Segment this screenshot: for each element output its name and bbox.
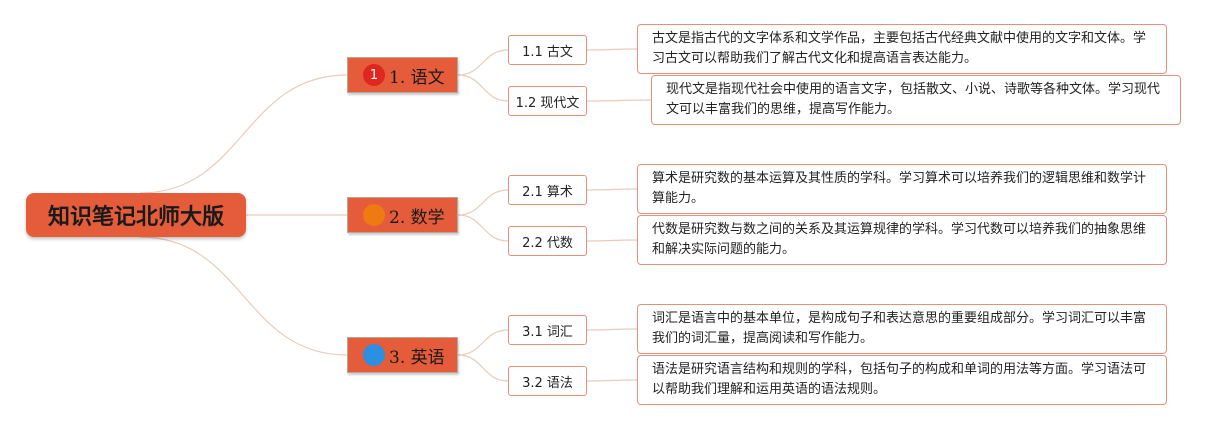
description-text: 算术是研究数的基本运算及其性质的学科。学习算术可以培养我们的逻辑思维和数学计算能… (652, 171, 1147, 206)
connector-leaf-note (586, 188, 638, 191)
description-note[interactable]: 语法是研究语言结构和规则的学科，包括句子的构成和单词的用法等方面。学习语法可以帮… (637, 355, 1167, 405)
leaf-node-vocabulary[interactable]: 3.1 词汇 (508, 315, 587, 345)
description-note[interactable]: 算术是研究数的基本运算及其性质的学科。学习算术可以培养我们的逻辑思维和数学计算能… (637, 164, 1167, 214)
leaf-label: 2.2 代数 (522, 235, 573, 251)
leaf-label: 3.2 语法 (522, 375, 573, 391)
leaf-node-classical-chinese[interactable]: 1.1 古文 (508, 35, 587, 65)
description-note[interactable]: 古文是指古代的文字体系和文学作品，主要包括古代经典文献中使用的文字和文体。学习古… (637, 24, 1167, 74)
branch-label: 3. 英语 (389, 347, 445, 368)
branch-label: 2. 数学 (389, 207, 445, 228)
description-note[interactable]: 现代文是指现代社会中使用的语言文字，包括散文、小说、诗歌等各种文体。学习现代文可… (651, 75, 1181, 125)
connector-branch-leaf (457, 329, 509, 356)
priority-badge-icon (363, 344, 385, 366)
branch-node-chinese[interactable]: 1 1. 语文 (347, 57, 458, 93)
description-text: 现代文是指现代社会中使用的语言文字，包括散文、小说、诗歌等各种文体。学习现代文可… (666, 82, 1161, 117)
leaf-label: 2.1 算术 (522, 184, 573, 200)
connector-leaf-note (586, 239, 638, 242)
branch-node-english[interactable]: 3. 英语 (347, 337, 458, 373)
leaf-label: 1.2 现代文 (515, 95, 580, 111)
root-title: 知识笔记北师大版 (47, 205, 224, 230)
connector-leaf-note (586, 328, 638, 331)
branch-node-math[interactable]: 2. 数学 (347, 197, 458, 233)
connector-root-branch (139, 236, 348, 356)
leaf-node-modern-chinese[interactable]: 1.2 现代文 (508, 86, 587, 116)
root-node[interactable]: 知识笔记北师大版 (26, 193, 246, 237)
description-text: 古文是指古代的文字体系和文学作品，主要包括古代经典文献中使用的文字和文体。学习古… (652, 31, 1147, 66)
connector-branch-leaf (457, 189, 509, 216)
connector-branch-leaf (457, 49, 509, 76)
connector-branch-leaf (457, 214, 509, 242)
description-text: 代数是研究数与数之间的关系及其运算规律的学科。学习代数可以培养我们的抽象思维和解… (652, 222, 1147, 257)
leaf-node-grammar[interactable]: 3.2 语法 (508, 366, 587, 396)
leaf-label: 1.1 古文 (522, 44, 573, 60)
connector-branch-leaf (457, 354, 509, 382)
leaf-node-arithmetic[interactable]: 2.1 算术 (508, 175, 587, 205)
connector-leaf-note (586, 99, 652, 102)
branch-label: 1. 语文 (389, 67, 445, 88)
leaf-node-algebra[interactable]: 2.2 代数 (508, 226, 587, 256)
priority-badge-icon: 1 (363, 64, 385, 86)
description-note[interactable]: 词汇是语言中的基本单位，是构成句子和表达意思的重要组成部分。学习词汇可以丰富我们… (637, 304, 1167, 354)
description-note[interactable]: 代数是研究数与数之间的关系及其运算规律的学科。学习代数可以培养我们的抽象思维和解… (637, 215, 1167, 265)
connector-root-branch (139, 74, 348, 194)
connector-leaf-note (586, 379, 638, 382)
priority-badge-icon (363, 204, 385, 226)
description-text: 词汇是语言中的基本单位，是构成句子和表达意思的重要组成部分。学习词汇可以丰富我们… (652, 311, 1147, 346)
connector-branch-leaf (457, 74, 509, 102)
connector-leaf-note (586, 48, 638, 51)
leaf-label: 3.1 词汇 (522, 324, 573, 340)
description-text: 语法是研究语言结构和规则的学科，包括句子的构成和单词的用法等方面。学习语法可以帮… (652, 362, 1147, 397)
